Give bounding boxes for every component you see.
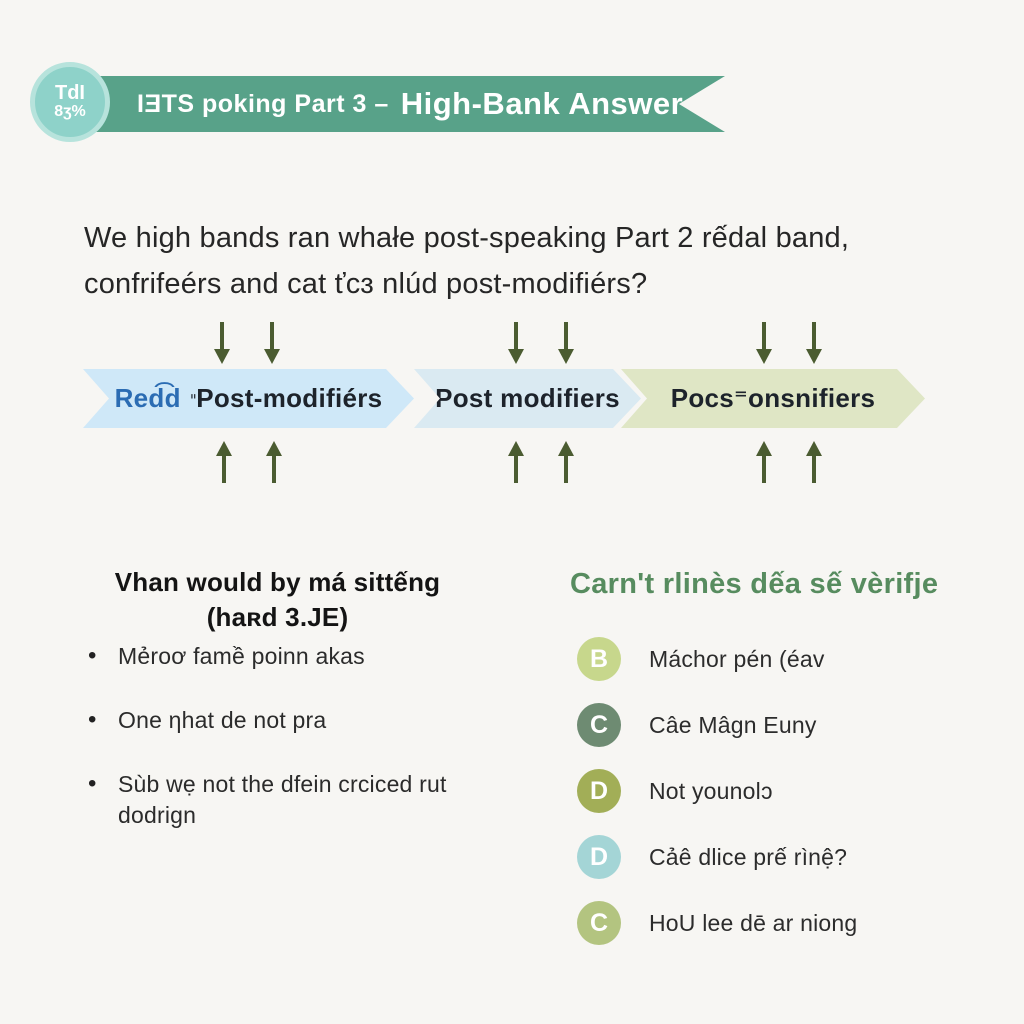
down-arrows-step-2 [507, 322, 575, 364]
bullet-item: Sùb wẹ not the dfein crciced rut dodrign [86, 768, 486, 831]
choice-row: D Cảê dlice prế rìnệ? [577, 835, 857, 879]
up-arrow-icon [755, 441, 773, 483]
down-arrows-step-1 [213, 322, 281, 364]
down-arrow-icon [755, 322, 773, 364]
header-ribbon: IƎTS poking Part 3 – High-Bank Answer [95, 76, 725, 132]
up-arrows-step-3 [755, 441, 823, 483]
right-panel-heading: Carn't rlinès dếa sế vèrifje [570, 568, 939, 600]
flow-step-1-label: Post-modifiérs [196, 383, 383, 413]
ribbon-title-small: IƎTS poking Part 3 – [137, 89, 389, 118]
ribbon-title-large: High-Bank Answer [400, 86, 684, 121]
choice-letter-badge: D [577, 769, 621, 813]
choice-text: Máchor pén (éav [649, 645, 825, 672]
up-arrows-step-1 [215, 441, 283, 483]
flow-step-3-label: Pocs⁼onsnifiers [670, 383, 876, 413]
choice-letter-badge: C [577, 703, 621, 747]
bullet-item: Mẻroơ famề poinn akas [86, 640, 486, 672]
right-choice-list: B Máchor pén (éav C Câe Mâgn Euny D Not … [577, 637, 857, 967]
flow-step-2-label: Post modifiers [435, 383, 620, 413]
flow-step-3: Pocs⁼onsnifiers [621, 369, 925, 428]
choice-letter-badge: B [577, 637, 621, 681]
left-panel-heading: Vhan would by má sittếng (haʀd 3.JE) [105, 565, 450, 635]
left-heading-line-1: Vhan would by má sittếng [114, 567, 441, 597]
flow-step-1-prefix: Red͡d [114, 383, 181, 413]
flow-step-1: Red͡d ⁱⁱ Post-modifiérs [83, 369, 414, 428]
down-arrow-icon [557, 322, 575, 364]
bullet-item: One ηhat de not pra [86, 704, 486, 736]
flow-step-1-superscript: ⁱⁱ [190, 393, 197, 405]
down-arrow-icon [263, 322, 281, 364]
up-arrow-icon [805, 441, 823, 483]
choice-row: C Câe Mâgn Euny [577, 703, 857, 747]
score-badge-line2: 8ʒ% [54, 103, 86, 121]
question-line-1: We high bands ran whałe post-speaking Pa… [84, 222, 850, 254]
choice-letter-badge: D [577, 835, 621, 879]
left-bullet-list: Mẻroơ famề poinn akas One ηhat de not pr… [86, 640, 486, 864]
choice-text: HoU lee dē ar niong [649, 909, 858, 936]
up-arrows-step-2 [507, 441, 575, 483]
left-heading-line-2: (haʀd 3.JE) [206, 602, 349, 632]
up-arrow-icon [557, 441, 575, 483]
down-arrow-icon [805, 322, 823, 364]
down-arrow-icon [507, 322, 525, 364]
score-badge-line1: TdI [55, 82, 85, 105]
up-arrow-icon [507, 441, 525, 483]
choice-row: D Not younolɔ [577, 769, 857, 813]
score-badge: TdI 8ʒ% [30, 62, 110, 142]
up-arrow-icon [215, 441, 233, 483]
choice-row: B Máchor pén (éav [577, 637, 857, 681]
choice-text: Câe Mâgn Euny [649, 711, 817, 738]
choice-text: Cảê dlice prế rìnệ? [649, 843, 848, 870]
flow-step-2: Post modifiers [414, 369, 641, 428]
down-arrows-step-3 [755, 322, 823, 364]
question-line-2: confrifeérs and cat ťcɜ nlúd post-modifi… [84, 268, 648, 300]
choice-row: C HoU lee dē ar niong [577, 901, 857, 945]
choice-letter-badge: C [577, 901, 621, 945]
up-arrow-icon [265, 441, 283, 483]
choice-text: Not younolɔ [649, 777, 773, 804]
question-text: We high bands ran whałe post-speaking Pa… [84, 215, 934, 307]
down-arrow-icon [213, 322, 231, 364]
